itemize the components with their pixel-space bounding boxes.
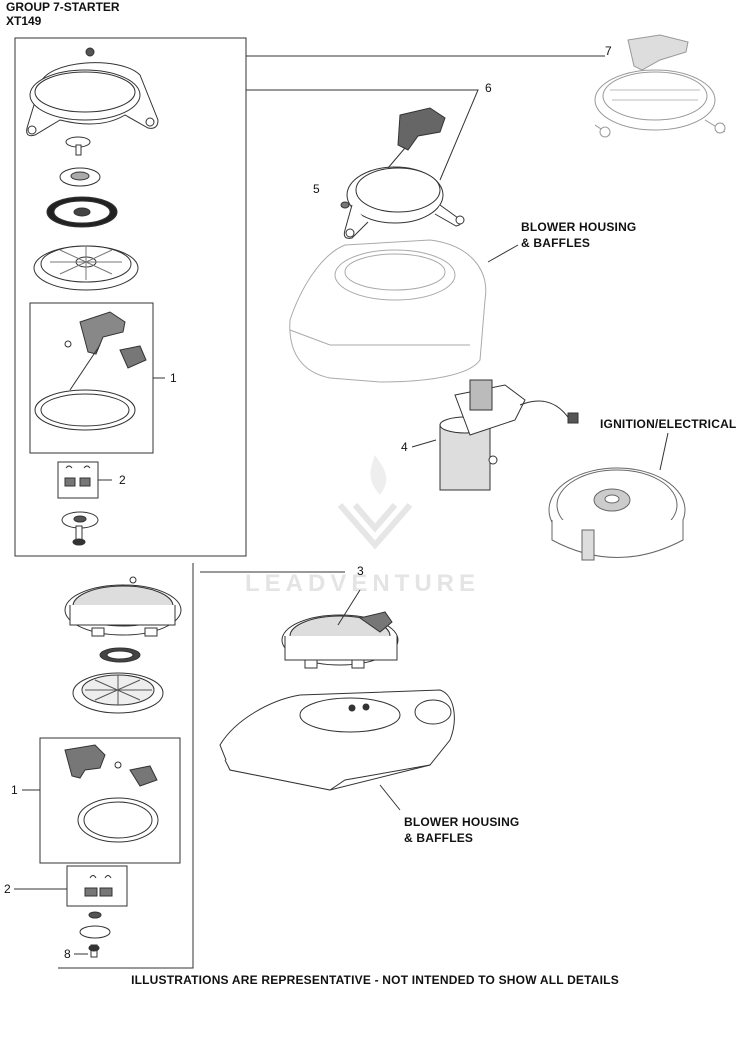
footer-disclaimer: ILLUSTRATIONS ARE REPRESENTATIVE - NOT I… bbox=[131, 973, 619, 987]
rope-handle-kit-top bbox=[34, 311, 147, 431]
starter-assembly-7 bbox=[594, 34, 726, 138]
callout-7: 7 bbox=[605, 44, 612, 58]
leader-6 bbox=[246, 89, 479, 181]
model-number: XT149 bbox=[6, 14, 42, 28]
watermark-text: LEADVENTURE bbox=[245, 570, 481, 597]
group-title: GROUP 7-STARTER bbox=[6, 0, 120, 14]
electric-starter-motor-4 bbox=[439, 379, 579, 491]
leader-blower-top bbox=[487, 244, 519, 263]
callout-2-top: 2 bbox=[119, 473, 126, 487]
pawl-parts-top bbox=[64, 465, 91, 487]
callout-1-bottom: 1 bbox=[11, 783, 18, 797]
starter-housing-bottom-left bbox=[64, 576, 182, 637]
flywheel bbox=[548, 467, 686, 561]
pawl-kit-box-bottom bbox=[66, 865, 128, 907]
callout-3: 3 bbox=[357, 564, 364, 578]
leader-3-down bbox=[337, 589, 361, 626]
pulley-parts-top-left bbox=[33, 136, 139, 291]
starter-kit-box-bottom bbox=[58, 563, 194, 969]
label-blower-housing-bottom-1: BLOWER HOUSING bbox=[404, 815, 520, 829]
leader-ignition bbox=[659, 432, 669, 471]
blower-housing-top bbox=[289, 239, 487, 383]
leader-blower-bottom bbox=[379, 784, 401, 811]
label-ignition-electrical: IGNITION/ELECTRICAL bbox=[600, 417, 737, 431]
blower-housing-bottom bbox=[219, 689, 455, 791]
pulley-parts-bottom-left bbox=[72, 647, 164, 714]
rope-kit-box-bottom bbox=[39, 737, 181, 864]
rope-handle-kit-bottom bbox=[64, 744, 159, 843]
starter-assembly-3 bbox=[281, 611, 399, 669]
callout-4: 4 bbox=[401, 440, 408, 454]
callout-5: 5 bbox=[313, 182, 320, 196]
callout-8: 8 bbox=[64, 947, 71, 961]
label-blower-housing-bottom-2: & BAFFLES bbox=[404, 831, 474, 845]
callout-1-top: 1 bbox=[170, 371, 177, 385]
leader-4 bbox=[411, 439, 437, 448]
label-blower-housing-top-2: & BAFFLES bbox=[521, 236, 591, 250]
starter-kit-box bbox=[14, 37, 247, 557]
starter-housing-top-left bbox=[26, 47, 159, 137]
retainer-bolt-top bbox=[61, 511, 99, 546]
retainer-bolt-bottom bbox=[79, 911, 111, 958]
pawl-kit-box-top bbox=[57, 461, 99, 499]
callout-2-bottom: 2 bbox=[4, 882, 11, 896]
label-blower-housing-top-1: BLOWER HOUSING bbox=[521, 220, 637, 234]
starter-assembly-6 bbox=[340, 107, 465, 239]
callout-6: 6 bbox=[485, 81, 492, 95]
pawl-parts-bottom bbox=[84, 875, 113, 897]
